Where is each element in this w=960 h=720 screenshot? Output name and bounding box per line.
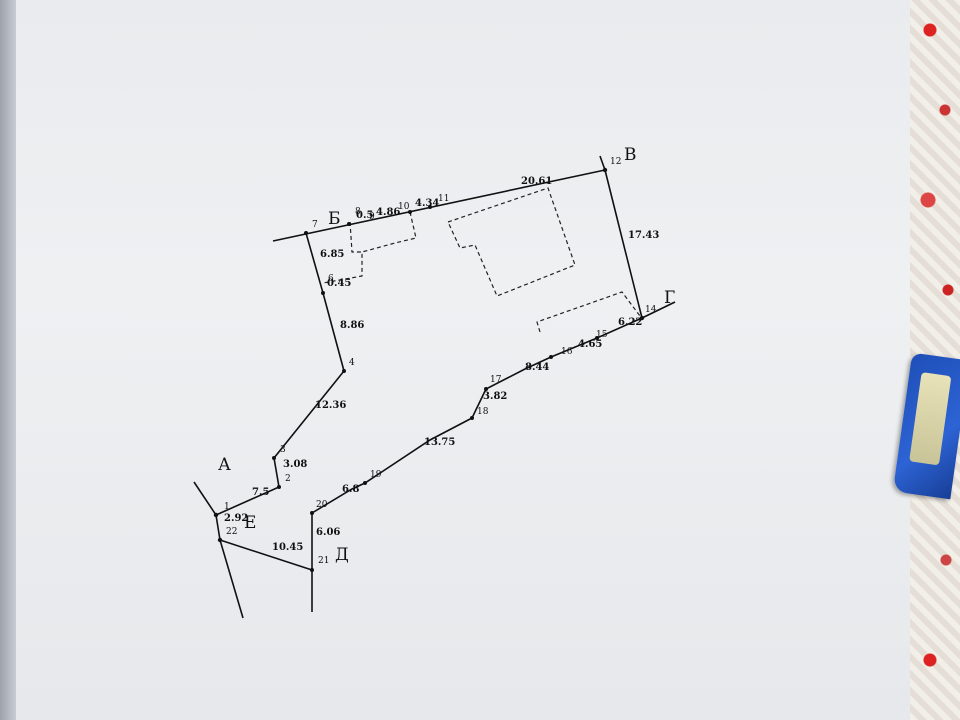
dimension-22-21: 10.45 [272,542,303,553]
point-number-12: 12 [610,157,621,167]
dimension-7-6: 6.85 [320,249,344,260]
point-marker-3 [272,456,276,460]
point-marker-19 [363,481,367,485]
dimension-1-22: 2.92 [224,513,248,524]
corner-label-g: Г [664,288,675,308]
point-markers [213,167,645,572]
point-marker-17 [484,387,488,391]
corner-label-e: Е [244,513,256,533]
building-outline-east [536,291,641,333]
dimension-18-17: 3.82 [483,391,507,402]
dimension-8-9: 0.5 [356,210,373,221]
point-marker-18 [470,416,474,420]
point-marker-20 [310,511,314,515]
point-number-8: 8 [355,207,361,217]
boundary-line-left [193,481,244,619]
point-number-16: 16 [561,347,573,357]
point-marker-5 [321,291,325,295]
point-number-15: 15 [596,330,608,340]
point-number-21: 21 [318,556,329,566]
corner-label-d: Д [335,545,349,565]
point-marker-22 [217,537,223,543]
dimension-12-14: 17.43 [628,230,659,241]
point-marker-15 [595,336,599,340]
boundary-line-right [604,169,643,319]
paper-sheet [16,0,936,720]
corner-label-b: Б [328,209,341,229]
point-marker-1 [213,512,219,518]
point-number-6: 6 [328,274,334,284]
point-number-4: 4 [349,358,355,368]
point-number-18: 18 [477,407,489,417]
point-number-2: 2 [285,474,291,484]
boundary-line-west [215,232,345,516]
dimension-16-15: 4.65 [578,339,602,350]
boundary-line-21-22 [219,539,313,571]
dimension-4-3: 12.36 [315,400,346,411]
corner-label-v: В [624,145,637,165]
dimension-5-4: 8.86 [340,320,364,331]
point-marker-16 [549,355,553,359]
point-number-19: 19 [370,470,382,480]
point-number-3: 3 [280,445,286,455]
corner-label-a: А [218,455,231,475]
boundary-tick-12 [599,155,606,171]
dimension-3-2: 3.08 [283,459,307,470]
point-number-20: 20 [316,500,328,510]
point-marker-14 [639,315,645,321]
point-marker-2 [277,485,281,489]
point-number-10: 10 [398,202,410,212]
point-marker-11 [428,205,432,209]
point-number-1: 1 [224,502,230,512]
point-marker-10 [408,210,412,214]
point-number-14: 14 [645,305,657,315]
dimension-15-14: 6.22 [618,317,642,328]
dimension-19-18: 13.75 [424,437,455,448]
dimension-2-1: 7.5 [252,487,269,498]
point-marker-7 [304,231,308,235]
buildings [322,187,641,333]
dimension-10-11: 4.34 [415,198,439,209]
point-marker-12 [602,167,608,173]
dimension-20-19: 6.8 [342,484,359,495]
point-number-9: 9 [369,212,375,222]
point-number-7: 7 [312,220,318,230]
dimension-6-5: 0.45 [327,278,351,289]
boundary-lines [193,155,676,619]
dimension-21-20: 6.06 [316,527,340,538]
point-marker-21 [310,568,314,572]
dimension-11-12: 20.61 [521,176,552,187]
point-number-11: 11 [438,194,449,204]
boundary-tick-14 [641,301,676,319]
dimension-17-16: 8.44 [525,362,549,373]
point-number-22: 22 [226,527,237,537]
point-marker-4 [342,369,346,373]
building-outline-main [447,187,576,297]
boundary-line-bottom [311,317,643,514]
boundary-line-top [272,169,606,242]
building-outline-north [361,211,417,253]
point-marker-8 [347,222,351,226]
building-outline-west [322,221,363,284]
point-number-17: 17 [490,375,502,385]
dimension-9-10: 4.86 [376,207,400,218]
